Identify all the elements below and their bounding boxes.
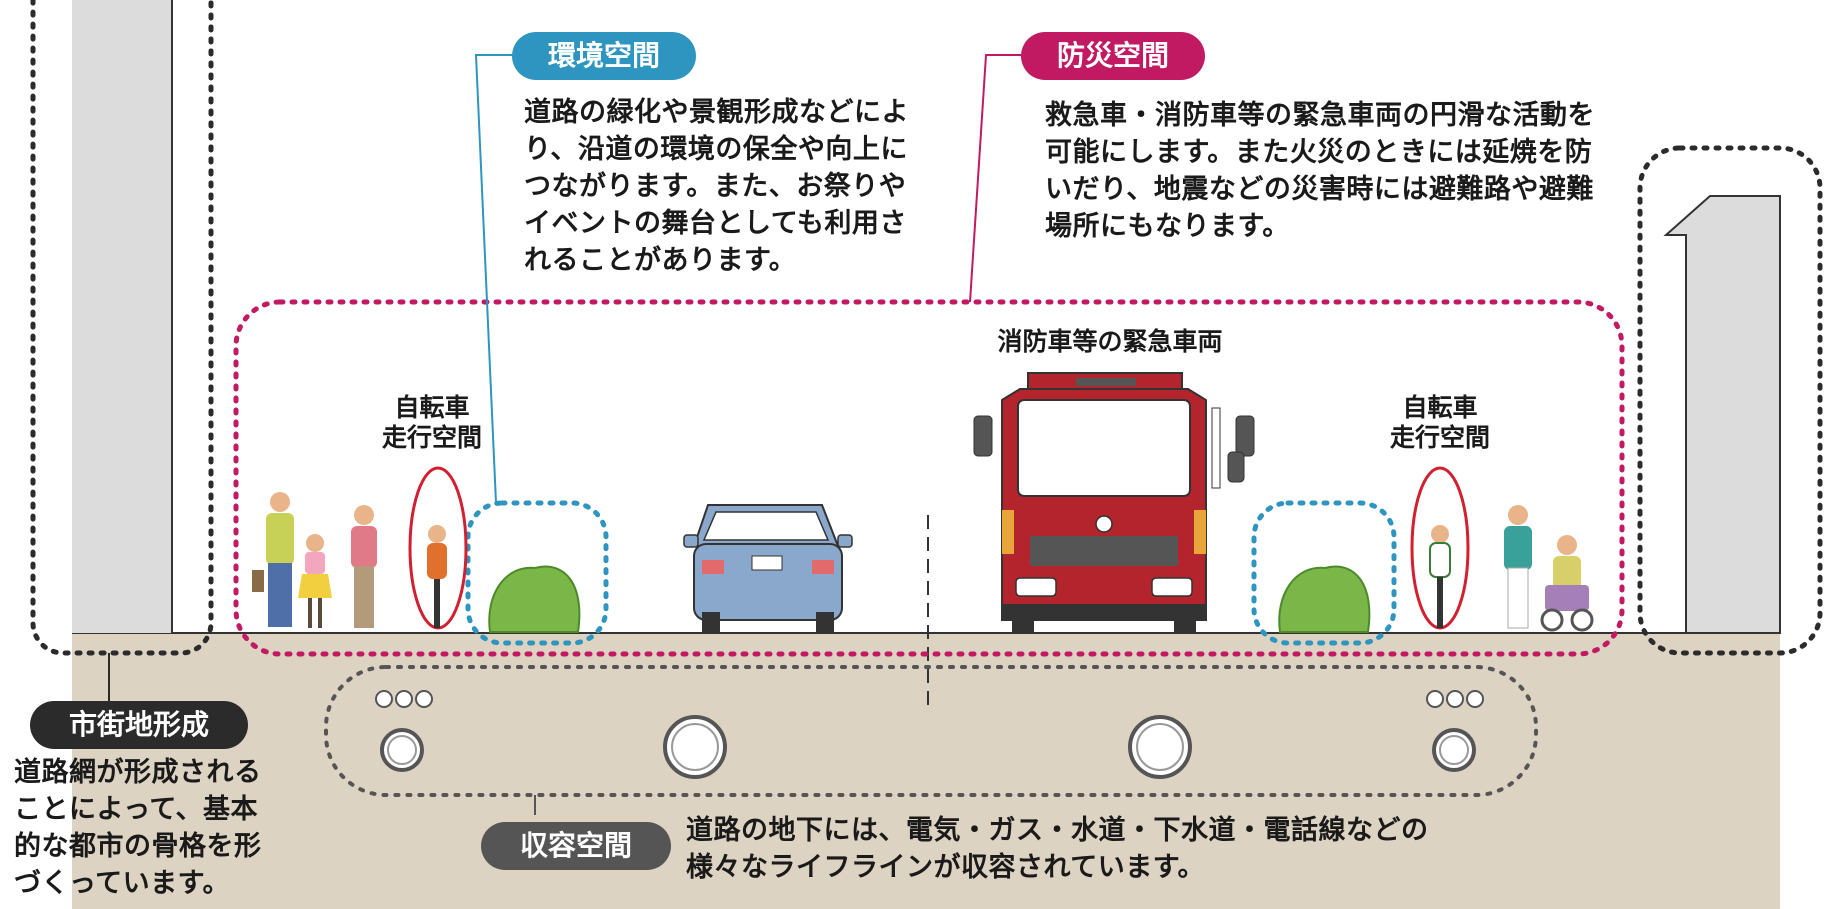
pedestrian-woman-icon [351,505,377,628]
pedestrian-man-icon [252,492,294,627]
accommodation-space-boundary [324,665,1538,797]
urban-formation-description: 道路網が形成される ことによって、基本 的な都市の骨格を形 づくっています。 [14,757,262,899]
large-pipe-icon [1128,715,1192,779]
disaster-leader-line [969,54,1022,303]
pedestrian-woman-icon [1504,505,1532,629]
cyclist-icon [1429,525,1451,628]
large-pipe-icon [663,715,727,779]
right-building [1663,195,1781,634]
small-cables-icon [1426,690,1484,708]
small-cables-icon [375,690,433,708]
fire-truck-icon [973,372,1255,632]
wheelchair-user-icon [1540,535,1594,632]
disaster-space-boundary [233,299,1625,657]
cyclist-icon [427,525,447,628]
accommodation-space-description: 道路の地下には、電気・ガス・水道・下水道・電話線などの 様々なライフラインが収容… [686,815,1429,883]
emergency-vehicle-label: 消防車等の緊急車両 [997,327,1223,356]
bicycle-lane-label-left: 自転車 走行空間 [381,393,482,452]
urban-boundary-right [1637,145,1823,656]
underground-area [72,633,1780,909]
urban-formation-title: 市街地形成 [30,701,248,749]
disaster-space-title: 防災空間 [1021,32,1205,80]
bicycle-lane-label-right: 自転車 走行空間 [1389,393,1490,452]
bush-icon [1278,565,1371,633]
car-icon [683,504,853,632]
environment-space-description: 道路の緑化や景観形成などによ り、沿道の環境の保全や向上に つながります。また、… [524,97,909,276]
pipe-icon [380,728,424,772]
environment-leader-line [474,54,514,504]
left-building [72,0,172,633]
pipe-icon [1432,728,1476,772]
environment-space-boundary-right [1251,500,1397,646]
environment-space-boundary-left [465,500,609,646]
disaster-space-description: 救急車・消防車等の緊急車両の円滑な活動を 可能にします。また火災のときには延焼を… [1045,100,1595,242]
bush-icon [488,565,581,633]
environment-space-title: 環境空間 [512,32,696,80]
accommodation-space-title: 収容空間 [481,822,671,870]
urban-boundary-left [30,0,214,656]
pedestrian-girl-icon [298,534,332,628]
